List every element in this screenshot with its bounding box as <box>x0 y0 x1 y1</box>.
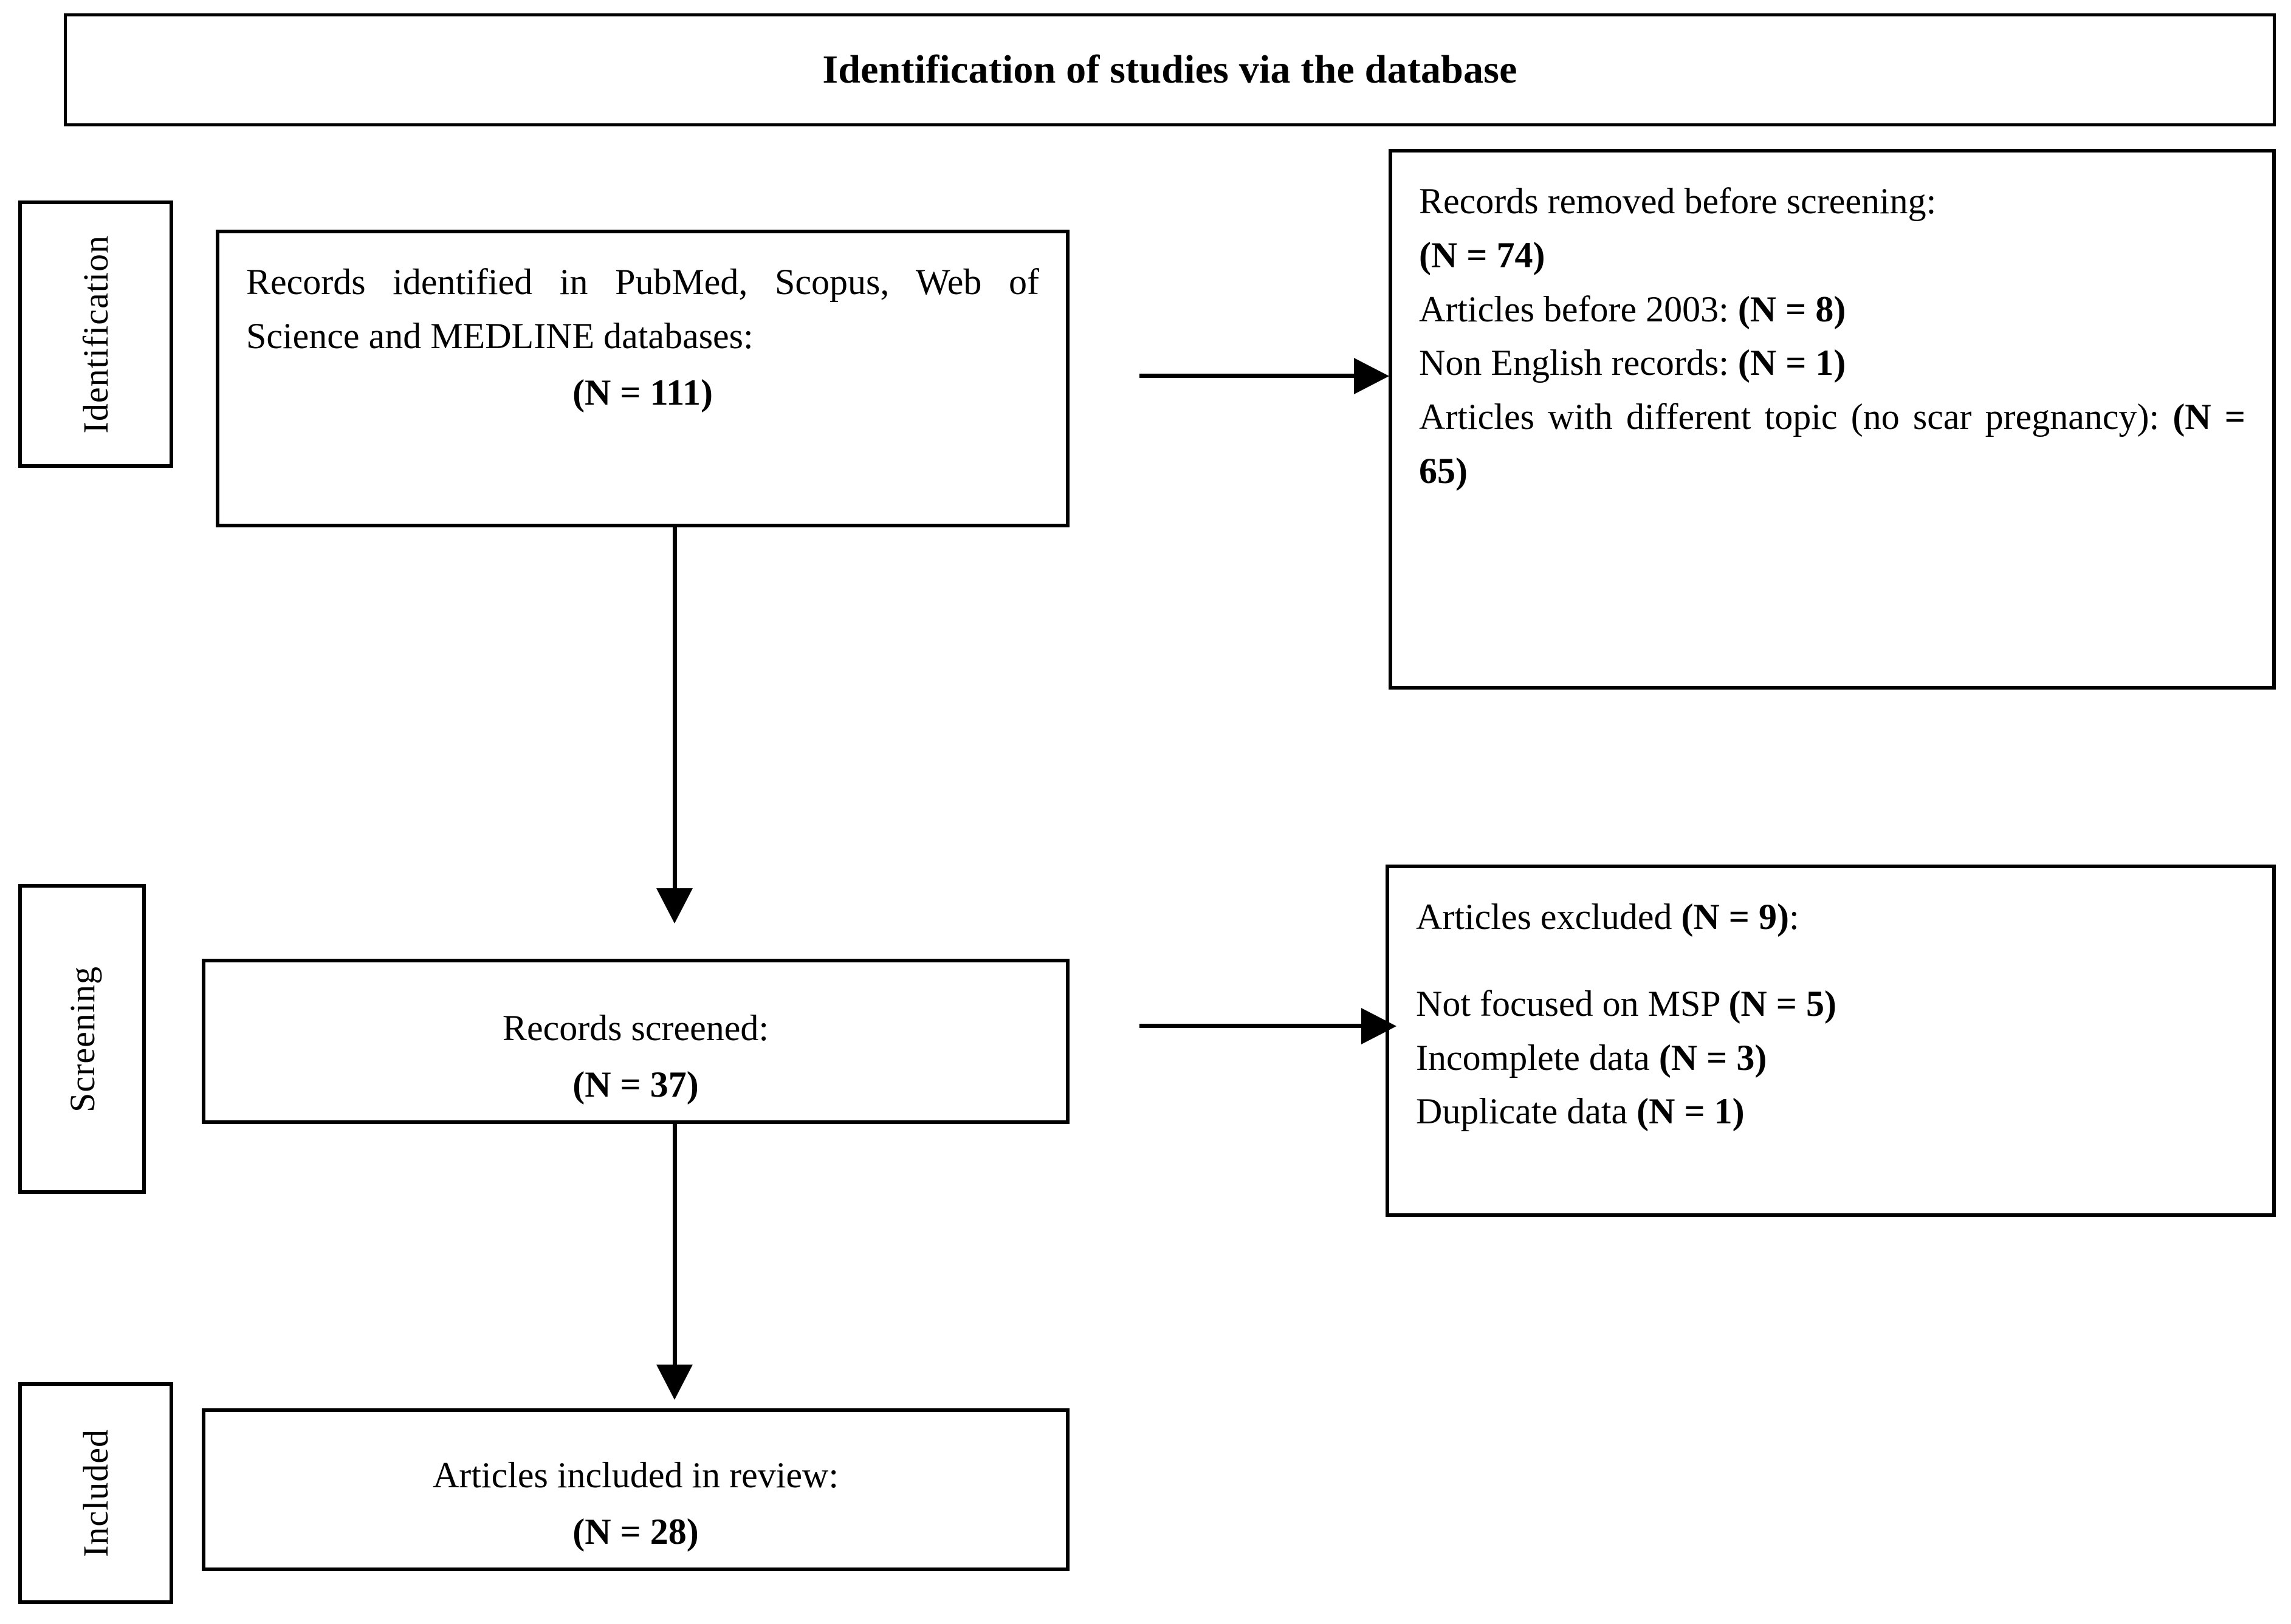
box-articles-included-body: Articles included in review: <box>432 1455 839 1495</box>
excluded-heading-suffix: : <box>1788 897 1799 937</box>
box-articles-excluded-item-0: Not focused on MSP (N = 5) <box>1416 977 2245 1031</box>
removed-item-0-label: Articles before 2003: <box>1419 289 1729 329</box>
excluded-item-0-label: Not focused on MSP <box>1416 983 1720 1024</box>
stage-label-screening-text: Screening <box>62 965 102 1112</box>
box-articles-excluded-heading-line: Articles excluded (N = 9): <box>1416 890 2245 944</box>
connector-identified-to-removed-line <box>1139 374 1355 378</box>
excluded-item-2-label: Duplicate data <box>1416 1091 1628 1132</box>
box-records-removed-total: (N = 74) <box>1419 235 1545 275</box>
connector-identified-to-removed-arrowhead <box>1354 358 1389 394</box>
diagram-title-box: Identification of studies via the databa… <box>64 13 2276 126</box>
box-records-identified-body: Records identified in PubMed, Scopus, We… <box>246 262 1039 356</box>
removed-item-2-count: (N = 65) <box>1419 397 2245 491</box>
box-records-screened-body: Records screened: <box>502 1008 769 1048</box>
box-articles-excluded: Articles excluded (N = 9): Not focused o… <box>1386 865 2276 1217</box>
box-records-screened-count: (N = 37) <box>572 1064 699 1105</box>
stage-label-included: Included <box>18 1382 173 1604</box>
box-records-removed: Records removed before screening: (N = 7… <box>1389 149 2276 690</box>
stage-label-identification: Identification <box>18 200 173 468</box>
excluded-item-1-count: (N = 3) <box>1658 1037 1767 1078</box>
box-records-removed-item-0: Articles before 2003: (N = 8) <box>1419 283 2245 337</box>
stage-label-screening: Screening <box>18 884 146 1194</box>
connector-screened-to-excluded-arrowhead <box>1361 1008 1396 1044</box>
box-records-screened: Records screened: (N = 37) <box>202 959 1070 1124</box>
connector-screened-to-excluded-line <box>1139 1024 1364 1028</box>
connector-identified-to-screened-line <box>673 527 677 892</box>
removed-item-0-count: (N = 8) <box>1737 289 1846 329</box>
excluded-heading-count: (N = 9) <box>1681 897 1789 937</box>
removed-item-2-label: Articles with different topic (no scar p… <box>1419 397 2160 437</box>
box-articles-included: Articles included in review: (N = 28) <box>202 1408 1070 1571</box>
box-records-removed-item-2: Articles with different topic (no scar p… <box>1419 390 2245 498</box>
connector-screened-to-included-line <box>673 1124 677 1367</box>
excluded-item-2-count: (N = 1) <box>1637 1091 1745 1132</box>
excluded-heading: Articles excluded <box>1416 897 1672 937</box>
box-records-identified-count: (N = 111) <box>572 372 713 413</box>
box-articles-included-count: (N = 28) <box>572 1511 699 1552</box>
stage-label-included-text: Included <box>76 1429 115 1557</box>
box-articles-excluded-item-1: Incomplete data (N = 3) <box>1416 1031 2245 1085</box>
box-records-removed-item-1: Non English records: (N = 1) <box>1419 336 2245 390</box>
diagram-title: Identification of studies via the databa… <box>822 47 1517 92</box>
excluded-item-1-label: Incomplete data <box>1416 1037 1650 1078</box>
box-records-identified: Records identified in PubMed, Scopus, We… <box>216 230 1070 527</box>
excluded-item-0-count: (N = 5) <box>1728 983 1836 1024</box>
box-articles-excluded-item-2: Duplicate data (N = 1) <box>1416 1084 2245 1139</box>
removed-item-1-label: Non English records: <box>1419 343 1729 383</box>
connector-identified-to-screened-arrowhead <box>656 888 693 923</box>
box-records-removed-heading: Records removed before screening: <box>1419 181 1937 221</box>
stage-label-identification-text: Identification <box>76 235 115 434</box>
connector-screened-to-included-arrowhead <box>656 1365 693 1400</box>
excluded-spacer <box>1416 944 2245 977</box>
removed-item-1-count: (N = 1) <box>1737 343 1846 383</box>
